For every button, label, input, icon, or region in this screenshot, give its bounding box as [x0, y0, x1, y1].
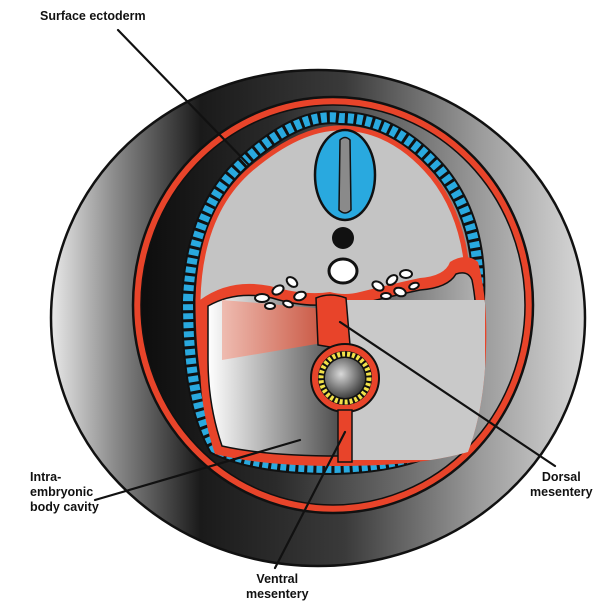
dorsal-mesentery-shape — [316, 295, 350, 348]
label-intra-line2: embryonic — [30, 485, 99, 500]
gut-tube — [311, 344, 379, 412]
label-surface-ectoderm-text: Surface ectoderm — [40, 9, 146, 24]
label-intraembryonic-body-cavity: Intra- embryonic body cavity — [30, 470, 99, 515]
notochord — [332, 227, 354, 249]
label-surface-ectoderm: Surface ectoderm — [40, 9, 146, 24]
label-intra-line1: Intra- — [30, 470, 99, 485]
label-dorsal-line1: Dorsal — [530, 470, 593, 485]
label-ventral-line1: Ventral — [246, 572, 309, 587]
label-ventral-mesentery: Ventral mesentery — [246, 572, 309, 602]
label-ventral-line2: mesentery — [246, 587, 309, 602]
label-intra-line3: body cavity — [30, 500, 99, 515]
ventral-mesentery-shape — [338, 410, 352, 462]
dorsal-aorta — [329, 259, 357, 283]
label-dorsal-mesentery: Dorsal mesentery — [530, 470, 593, 500]
label-dorsal-line2: mesentery — [530, 485, 593, 500]
neural-tube — [315, 130, 375, 220]
